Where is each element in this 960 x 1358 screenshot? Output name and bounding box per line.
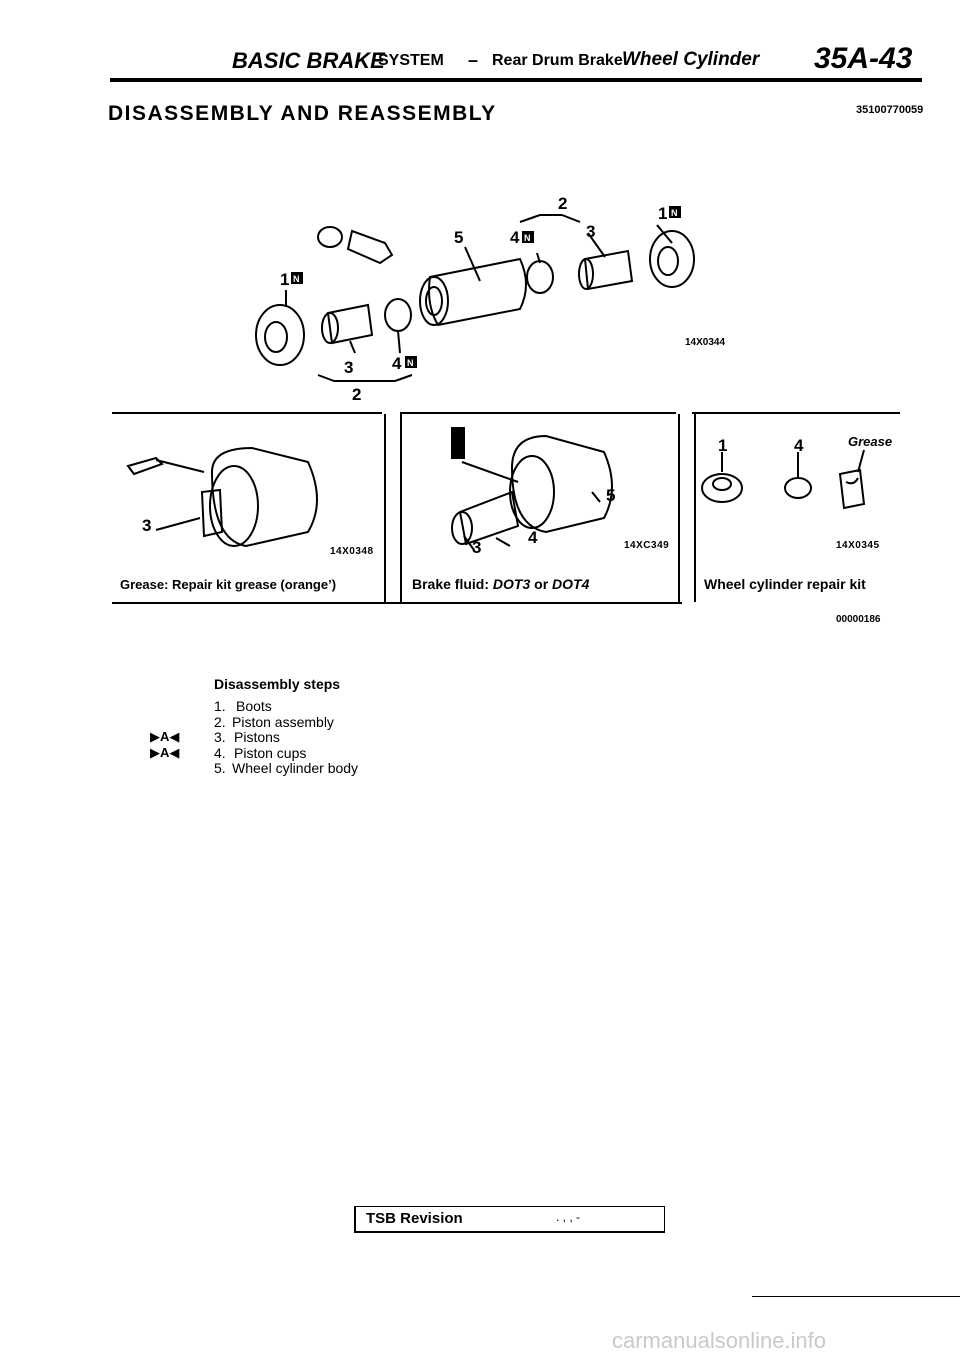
- tsb-label: TSB Revision: [366, 1210, 463, 1227]
- panel-kit-grease-label: Grease: [848, 434, 893, 449]
- panel-brake-fluid: 5 4 3 14XC349 Brake fluid: DOT3 or DOT4: [400, 412, 696, 604]
- tsb-value: . , , -: [556, 1210, 580, 1224]
- header-rule: [110, 78, 922, 82]
- step-mark: ▶A◀: [150, 729, 180, 744]
- page-header: BASIC BRAKE SYSTEM – Rear Drum Brake Whe…: [0, 40, 960, 80]
- or-label: or: [534, 576, 549, 592]
- piston-cup-left-part: [384, 298, 412, 332]
- step-number: 5.: [214, 760, 226, 776]
- header-dash: –: [468, 50, 479, 70]
- boot-left-part: [255, 304, 305, 366]
- exploded-view-code: 14X0344: [685, 337, 725, 348]
- figure-code-top: 35100770059: [856, 104, 924, 116]
- bleeder-screw-part: [346, 229, 394, 265]
- step-label: Pistons: [234, 729, 280, 745]
- callout-3-top: 3: [586, 222, 595, 241]
- step-label: Wheel cylinder body: [232, 760, 359, 776]
- grease-illustration: [126, 446, 318, 548]
- disassembly-steps: Disassembly steps 1. Boots 2. Piston ass…: [150, 676, 358, 776]
- panel-repair-kit: 1 4 Grease 14X0345 Wheel cylinder repair…: [692, 412, 900, 604]
- brake-fluid-illustration: [451, 427, 613, 551]
- repair-kit-illustration: [701, 449, 866, 510]
- step-number: 4.: [214, 744, 226, 761]
- callout-5: 5: [454, 228, 463, 247]
- panel-kit-callout-1: 1: [718, 436, 728, 455]
- panel-brake-callout-3: 3: [472, 538, 482, 557]
- panel-brake-callout-5: 5: [606, 486, 616, 505]
- wheel-cylinder-body-part: [428, 257, 527, 327]
- svg-text:N: N: [671, 208, 678, 218]
- svg-text:N: N: [293, 274, 300, 284]
- callout-4-bottom: 4: [392, 354, 402, 373]
- panel-kit-code: 14X0345: [836, 540, 880, 551]
- header-section: BASIC BRAKE: [232, 48, 385, 73]
- figure-code-mid: 00000186: [836, 614, 881, 625]
- step-number: 3.: [214, 729, 226, 745]
- footer-rule: [752, 1296, 960, 1297]
- panel-divider-1: [384, 414, 402, 602]
- callout-1-top-right: 1: [658, 204, 667, 223]
- page-number: 35A-43: [814, 42, 913, 75]
- tsb-revision-box: TSB Revision . , , -: [354, 1206, 665, 1233]
- panel-brake-caption: Brake fluid: DOT3 or DOT4: [412, 576, 589, 592]
- header-system: SYSTEM: [378, 52, 444, 69]
- callout-2-bottom: 2: [352, 385, 361, 404]
- callout-4-top: 4: [510, 228, 520, 247]
- watermark-text: carmanualsonline.info: [612, 1328, 827, 1353]
- panel-grease-caption: Grease: Repair kit grease (orange’): [120, 577, 337, 592]
- step-item: 5. Wheel cylinder body: [200, 760, 358, 776]
- panel-grease: 14X0348 3 Grease: Repair kit grease (ora…: [112, 412, 402, 604]
- piston-cup-right-part: [526, 260, 554, 294]
- step-label: Piston assembly: [232, 713, 334, 730]
- header-subsection: Rear Drum Brake: [492, 52, 623, 69]
- step-label: Piston cups: [234, 744, 307, 761]
- step-item: ▶A◀ 4. Piston cups: [150, 744, 340, 761]
- bleeder-cap-part: [317, 226, 343, 248]
- panel-brake-code: 14XC349: [624, 540, 670, 551]
- step-item: ▶A◀ 3. Pistons: [150, 729, 340, 745]
- panels-bottom-rule: [112, 602, 682, 604]
- panel-kit-caption: Wheel cylinder repair kit: [704, 576, 866, 592]
- step-number: 2.: [214, 713, 226, 730]
- panel-kit-callout-4: 4: [794, 436, 804, 455]
- brake-fluid-label: Brake fluid:: [412, 576, 490, 592]
- svg-text:N: N: [524, 233, 531, 243]
- boot-right-part: [649, 230, 695, 288]
- exploded-view-illustration: 2 1 N 5 4 N 3 1 N 3 4 N 2 14X0344: [255, 194, 725, 404]
- step-item: 2. Piston assembly: [200, 714, 340, 730]
- step-mark: ▶A◀: [150, 744, 180, 760]
- dot4-label: DOT4: [552, 576, 590, 592]
- steps-heading: Disassembly steps: [214, 676, 341, 692]
- callout-2-top: 2: [558, 194, 567, 213]
- header-item: Wheel Cylinder: [622, 49, 760, 70]
- panel-brake-callout-4: 4: [528, 528, 538, 547]
- callout-3-bottom: 3: [344, 358, 353, 377]
- step-item: 1. Boots: [200, 698, 340, 714]
- dot3-label: DOT3: [492, 576, 531, 592]
- svg-text:N: N: [407, 358, 414, 368]
- illustration-panels: 14X0348 3 Grease: Repair kit grease (ora…: [112, 412, 900, 612]
- callout-1-left: 1: [280, 270, 289, 289]
- step-label: Boots: [236, 698, 272, 714]
- panel-grease-code: 14X0348: [330, 546, 374, 557]
- panel-divider-2: [678, 414, 696, 602]
- piston-right-part: [583, 249, 634, 291]
- step-number: 1.: [214, 698, 226, 714]
- piston-left-part: [326, 303, 374, 345]
- page-title: DISASSEMBLY AND REASSEMBLY: [108, 102, 497, 125]
- panel-grease-callout: 3: [142, 516, 152, 535]
